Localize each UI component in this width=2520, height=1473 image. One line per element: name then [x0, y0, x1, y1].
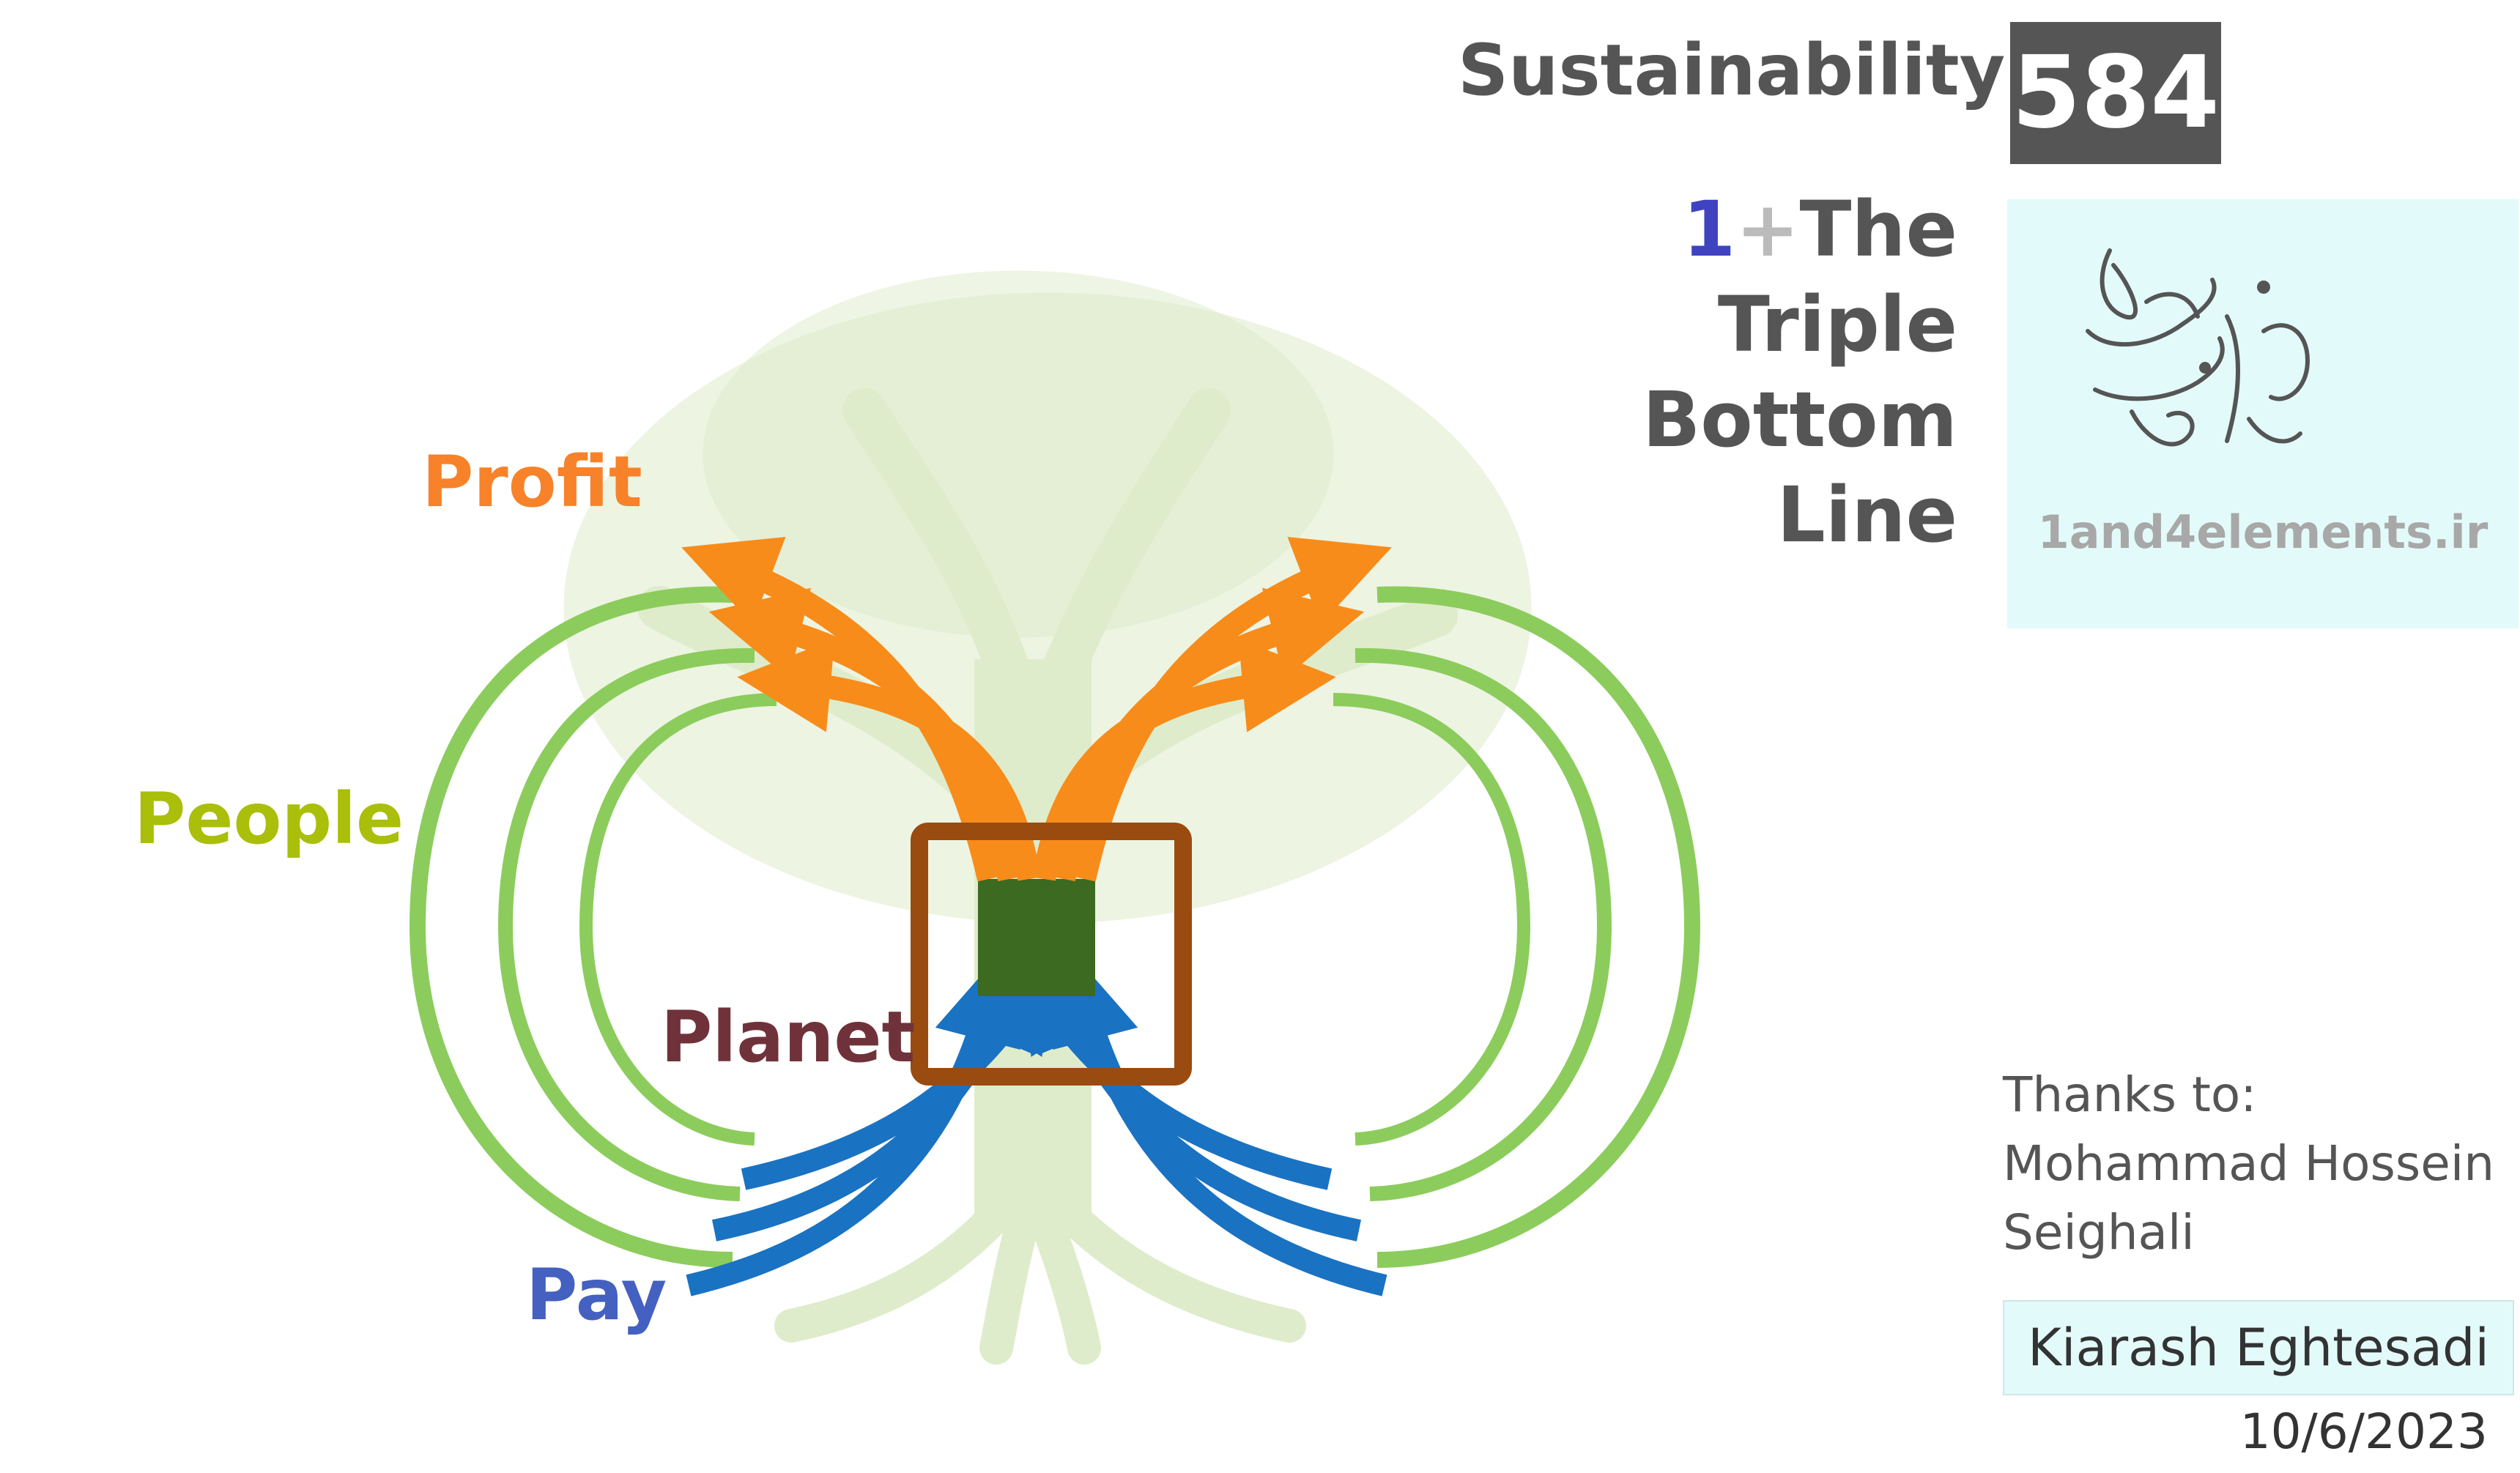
profit-label: Profit [422, 441, 642, 523]
date: 10/6/2023 [2239, 1403, 2488, 1460]
episode-number-badge: 584 [2010, 22, 2221, 164]
website-link[interactable]: 1and4elements.ir [2037, 505, 2488, 559]
people-rings [409, 586, 1701, 1268]
right-ring-middle [1354, 648, 1612, 1201]
author-name: Kiarash Eghtesadi [2003, 1300, 2514, 1395]
left-ring-inner [579, 693, 777, 1146]
thanks-name-line-2: Seighali [2003, 1204, 2195, 1261]
thanks-label: Thanks to: [2003, 1066, 2257, 1123]
planet-box [911, 823, 1192, 1086]
pay-arrow [741, 959, 1053, 1190]
page-title: Sustainability [1458, 29, 2006, 111]
subtitle: 1+The Triple Bottom Line [1436, 182, 1957, 563]
tree-canopy-top [703, 270, 1334, 638]
pay-arrows [686, 953, 1387, 1296]
thanks-name-line-1: Mohammad Hossein [2003, 1135, 2495, 1192]
people-label: People [134, 778, 404, 860]
left-ring-outer [409, 586, 733, 1268]
pay-label: Pay [526, 1254, 667, 1336]
right-ring-inner [1333, 693, 1531, 1146]
left-ring-middle [497, 648, 755, 1201]
planet-connectors [978, 879, 1095, 996]
right-ring-outer [1376, 586, 1701, 1268]
subtitle-prefix: 1 [1682, 185, 1736, 274]
calligraphy-logo-icon [2086, 248, 2310, 447]
subtitle-text-1: The Triple [1717, 185, 1957, 369]
subtitle-plus: + [1735, 185, 1800, 274]
subtitle-line-2: Bottom Line [1642, 375, 1957, 560]
logo-panel: 1and4elements.ir [2007, 199, 2519, 628]
pay-arrow [1020, 959, 1333, 1190]
tree-roots [774, 1155, 1306, 1365]
planet-label: Planet [661, 996, 916, 1078]
subtitle-line-1: 1+The Triple [1436, 182, 1957, 372]
